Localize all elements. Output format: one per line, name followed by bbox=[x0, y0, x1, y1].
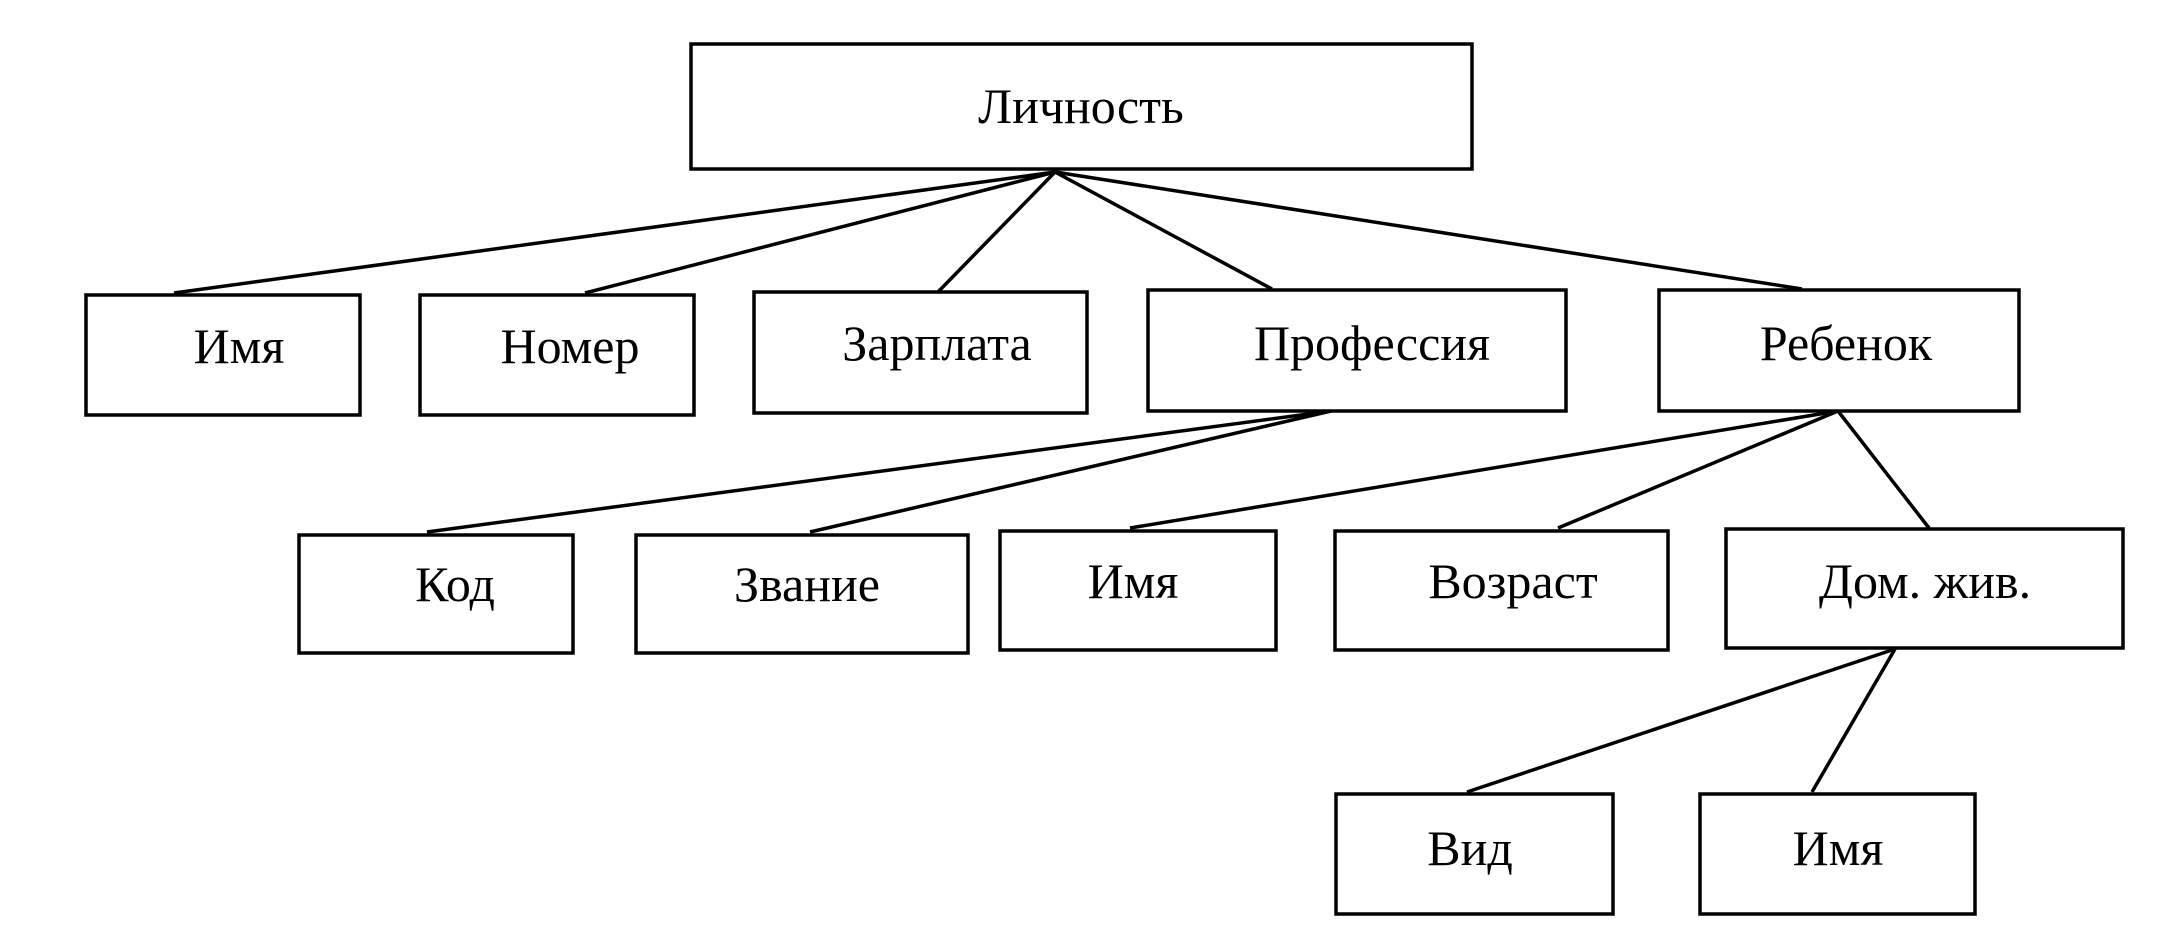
edge-root-profession bbox=[1054, 170, 1273, 291]
node-profession: Профессия bbox=[1146, 288, 1568, 413]
edge-root-child bbox=[1054, 170, 1803, 291]
edge-child-age bbox=[1557, 409, 1839, 530]
node-name-label: Имя bbox=[194, 318, 285, 374]
node-kind-label: Вид bbox=[1427, 820, 1513, 876]
edge-home-kind bbox=[1466, 647, 1896, 794]
node-child-label: Ребенок bbox=[1760, 315, 1933, 371]
node-age-label: Возраст bbox=[1428, 553, 1597, 609]
node-code-label: Код bbox=[415, 556, 495, 612]
node-name: Имя bbox=[84, 293, 362, 417]
node-home-name-label: Имя bbox=[1793, 820, 1884, 876]
node-child-name: Имя bbox=[998, 529, 1278, 652]
node-home: Дом. жив. bbox=[1724, 527, 2125, 650]
edge-home-name bbox=[1810, 648, 1897, 793]
edge-profession-rank bbox=[809, 409, 1332, 534]
edge-profession-code bbox=[426, 409, 1332, 534]
node-child-name-label: Имя bbox=[1088, 553, 1179, 609]
node-home-label: Дом. жив. bbox=[1819, 553, 2031, 609]
node-rank: Звание bbox=[634, 533, 970, 655]
edges-level3 bbox=[1466, 647, 1897, 794]
node-profession-label: Профессия bbox=[1254, 315, 1490, 371]
node-kind: Вид bbox=[1334, 792, 1615, 916]
node-number-label: Номер bbox=[501, 318, 640, 374]
edge-root-number bbox=[584, 170, 1056, 295]
node-root: Личность bbox=[689, 42, 1474, 171]
node-root-label: Личность bbox=[978, 78, 1184, 134]
edge-root-salary bbox=[935, 170, 1057, 295]
edges-level2 bbox=[426, 409, 1931, 534]
node-child: Ребенок bbox=[1657, 288, 2021, 413]
node-home-name: Имя bbox=[1698, 792, 1977, 916]
edges-root bbox=[173, 170, 1803, 295]
node-code: Код bbox=[297, 533, 575, 655]
edge-child-home bbox=[1836, 409, 1931, 530]
node-rank-label: Звание bbox=[734, 556, 880, 612]
edge-child-name bbox=[1129, 409, 1839, 530]
node-age: Возраст bbox=[1333, 529, 1670, 652]
node-salary-label: Зарплата bbox=[842, 315, 1032, 371]
node-salary: Зарплата bbox=[752, 290, 1089, 415]
node-number: Номер bbox=[418, 293, 696, 417]
edge-root-name bbox=[173, 170, 1056, 295]
